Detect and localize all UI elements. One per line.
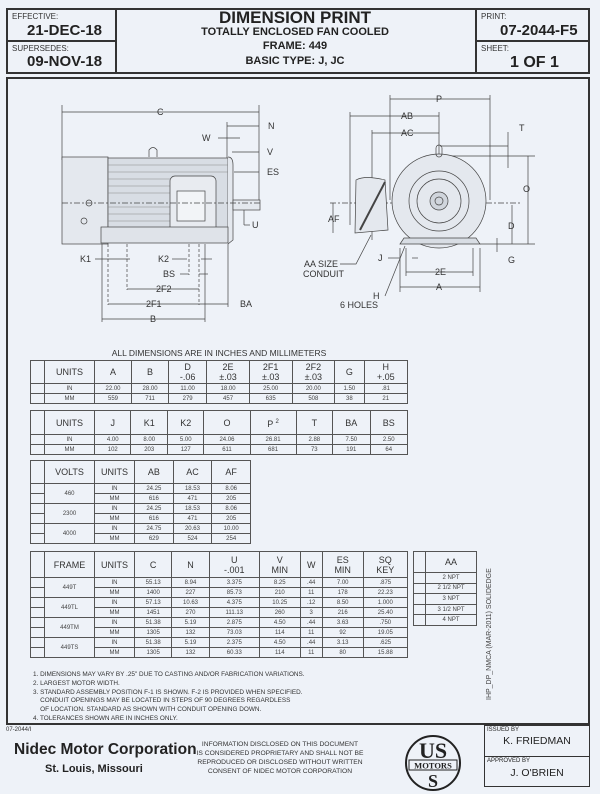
document-code: 07-2044/I [6, 727, 32, 733]
table-row: 4 NPT [413, 614, 477, 626]
side-stamp: IHP_DP_NMCA (MAR-2011) SOLIDEDGE [486, 568, 493, 700]
dim-d-label: D [508, 221, 515, 231]
end-view-labels: P AB AC T O D AF AA SIZE CONDUIT J 2E A … [303, 94, 530, 310]
holes-label: 6 HOLES [340, 300, 378, 310]
dim-ba-label: BA [240, 299, 252, 309]
note-line: 1. DIMENSIONS MAY VARY BY .25" DUE TO CA… [33, 671, 305, 678]
us-motors-logo: US MOTORS S [405, 735, 461, 791]
note-line: 3. STANDARD ASSEMBLY POSITION F-1 IS SHO… [33, 688, 303, 696]
note-line: OF LOCATION. STANDARD AS SHOWN WITH COND… [33, 706, 262, 714]
document-subtitle: TOTALLY ENCLOSED FAN COOLED [201, 26, 389, 38]
company-location: St. Louis, Missouri [45, 763, 143, 775]
dim-ac-label: AC [401, 128, 414, 138]
proprietary-disclaimer: INFORMATION DISCLOSED ON THIS DOCUMENT IS… [175, 740, 385, 776]
sheet-label: SHEET: [481, 44, 510, 53]
note-line: 2. LARGEST MOTOR WIDTH. [33, 679, 120, 687]
dim-2f2-label: 2F2 [156, 284, 172, 294]
dim-es-label: ES [267, 167, 279, 177]
table-row: 3 1/2 NPT [413, 603, 477, 616]
disclaimer-line: CONSENT OF NIDEC MOTOR CORPORATION [207, 768, 353, 775]
dim-p-label: P [436, 94, 442, 104]
supersedes-date: 09-NOV-18 [27, 53, 103, 70]
table-row: 3 NPT [413, 593, 477, 605]
dim-u-label: U [252, 220, 259, 230]
motor-dimension-drawing: C N W V ES U K1 K2 BS 2F2 2F1 B BA P AB … [61, 94, 535, 324]
issued-by-label: ISSUED BY [487, 727, 520, 733]
main-frame [6, 77, 590, 725]
dim-o-label: O [523, 184, 530, 194]
notes: 1. DIMENSIONS MAY VARY BY .25" DUE TO CA… [33, 671, 305, 724]
approved-by-label: APPROVED BY [487, 758, 531, 764]
issued-by-name: K. FRIEDMAN [503, 735, 571, 747]
svg-text:S: S [428, 771, 438, 791]
dim-2e-label: 2E [435, 267, 446, 277]
effective-label: EFFECTIVE: [12, 12, 59, 21]
company-name: Nidec Motor Corporation [14, 741, 197, 758]
dim-af-label: AF [328, 214, 340, 224]
dim-g-label: G [508, 255, 515, 265]
units-caption: ALL DIMENSIONS ARE IN INCHES AND MILLIME… [111, 348, 327, 358]
document-title: DIMENSION PRINT [218, 8, 372, 27]
dim-v-label: V [267, 147, 273, 157]
table-row: 2 NPT [413, 572, 477, 584]
note-line: 4. TOLERANCES SHOWN ARE IN INCHES ONLY. [33, 714, 178, 722]
effective-date: 21-DEC-18 [27, 22, 103, 39]
dim-bs-label: BS [163, 269, 175, 279]
dim-k1-label: K1 [80, 254, 91, 264]
dimensions-table-1: UNITS A B D-.06 2E±.03 2F1±.03 2F2±.03 G… [30, 360, 408, 404]
dim-n-label: N [268, 121, 275, 131]
dim-k2-label: K2 [158, 254, 169, 264]
dim-c-label: C [157, 107, 164, 117]
conduit-label-2: CONDUIT [303, 269, 344, 279]
disclaimer-line: INFORMATION DISCLOSED ON THIS DOCUMENT [201, 741, 359, 748]
side-view-labels: C N W V ES U K1 K2 BS 2F2 2F1 B BA [80, 107, 279, 324]
dim-h-label: H [373, 291, 380, 301]
disclaimer-line: REPRODUCED OR DISCLOSED WITHOUT WRITTEN [197, 759, 363, 766]
dim-j-label: J [378, 253, 383, 263]
sheet-number: 1 OF 1 [510, 54, 559, 71]
note-line: CONDUIT OPENINGS MAY BE LOCATED IN STEPS… [33, 697, 291, 705]
dim-w-label: W [202, 133, 211, 143]
disclaimer-line: IS CONSIDERED PROPRIETARY AND SHALL NOT … [196, 750, 364, 757]
dim-a-label: A [436, 282, 442, 292]
dim-t-label: T [519, 123, 525, 133]
conduit-label-1: AA SIZE [304, 259, 338, 269]
dim-ab-label: AB [401, 111, 413, 121]
dim-b-label: B [150, 314, 156, 324]
frame-label: FRAME: 449 [262, 40, 328, 52]
side-view [61, 105, 262, 322]
frame-cell: 449TS [44, 637, 95, 658]
svg-text:MOTORS: MOTORS [414, 761, 452, 771]
dim-2f1-label: 2F1 [146, 299, 162, 309]
svg-text:US: US [419, 738, 447, 763]
print-label: PRINT: [481, 12, 507, 21]
frame-cell: 449T [44, 577, 95, 598]
basic-type-label: BASIC TYPE: J, JC [245, 55, 345, 67]
print-number: 07-2044-F5 [500, 22, 578, 39]
supersedes-label: SUPERSEDES: [12, 44, 69, 53]
frame-cell: 449TL [44, 597, 95, 618]
table-row: 2 1/2 NPT [413, 582, 477, 595]
frame-cell: 449TM [44, 617, 95, 638]
approved-by-name: J. O'BRIEN [510, 767, 564, 779]
end-view [330, 95, 535, 297]
